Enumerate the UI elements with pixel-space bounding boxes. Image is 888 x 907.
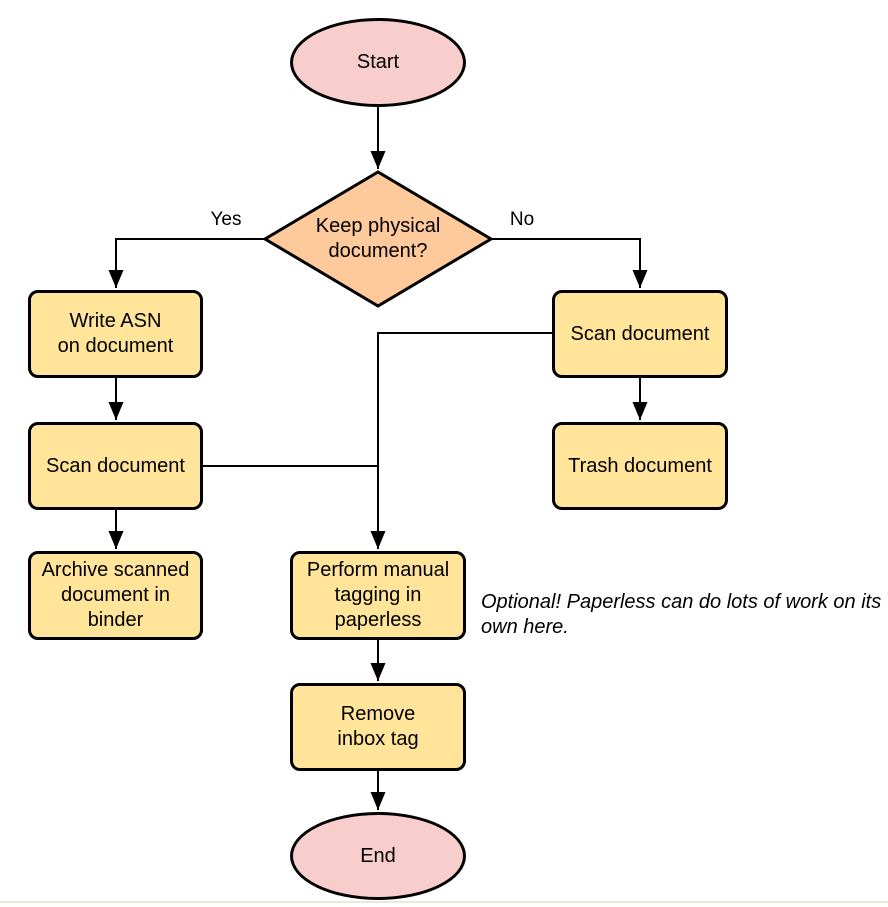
remove-inbox-tag-node-label: Remove inbox tag <box>337 703 419 750</box>
edge-label-yes: Yes <box>210 209 242 230</box>
end-node-label: End <box>360 844 396 867</box>
start-node: Start <box>290 18 466 107</box>
scan-document-right-node-label: Scan document <box>570 322 710 345</box>
trash-document-node: Trash document <box>552 422 728 510</box>
manual-tagging-node: Perform manual tagging in paperless <box>290 551 466 640</box>
archive-document-node: Archive scanned document in binder <box>28 551 203 640</box>
write-asn-node: Write ASN on document <box>28 290 203 378</box>
scan-document-right-node: Scan document <box>552 290 728 378</box>
decision-node-label: Keep physical document? <box>315 215 441 262</box>
page-bottom-divider <box>0 901 888 903</box>
scan-document-left-node-label: Scan document <box>46 454 185 477</box>
archive-document-node-label: Archive scanned document in binder <box>41 559 190 631</box>
scan-document-left-node: Scan document <box>28 422 203 510</box>
trash-document-node-label: Trash document <box>568 454 712 477</box>
end-node: End <box>290 812 466 900</box>
start-node-label: Start <box>356 51 400 73</box>
edge-decision-no-to-scan-right <box>491 238 648 288</box>
optional-annotation: Optional! Paperless can do lots of work … <box>481 591 882 638</box>
edge-label-no: No <box>509 209 535 230</box>
edge-decision-yes-to-write-asn <box>108 238 265 288</box>
write-asn-node-label: Write ASN on document <box>57 310 174 357</box>
edge-scan-right-to-tagging <box>370 332 552 549</box>
manual-tagging-node-label: Perform manual tagging in paperless <box>306 559 450 631</box>
remove-inbox-tag-node: Remove inbox tag <box>290 683 466 771</box>
